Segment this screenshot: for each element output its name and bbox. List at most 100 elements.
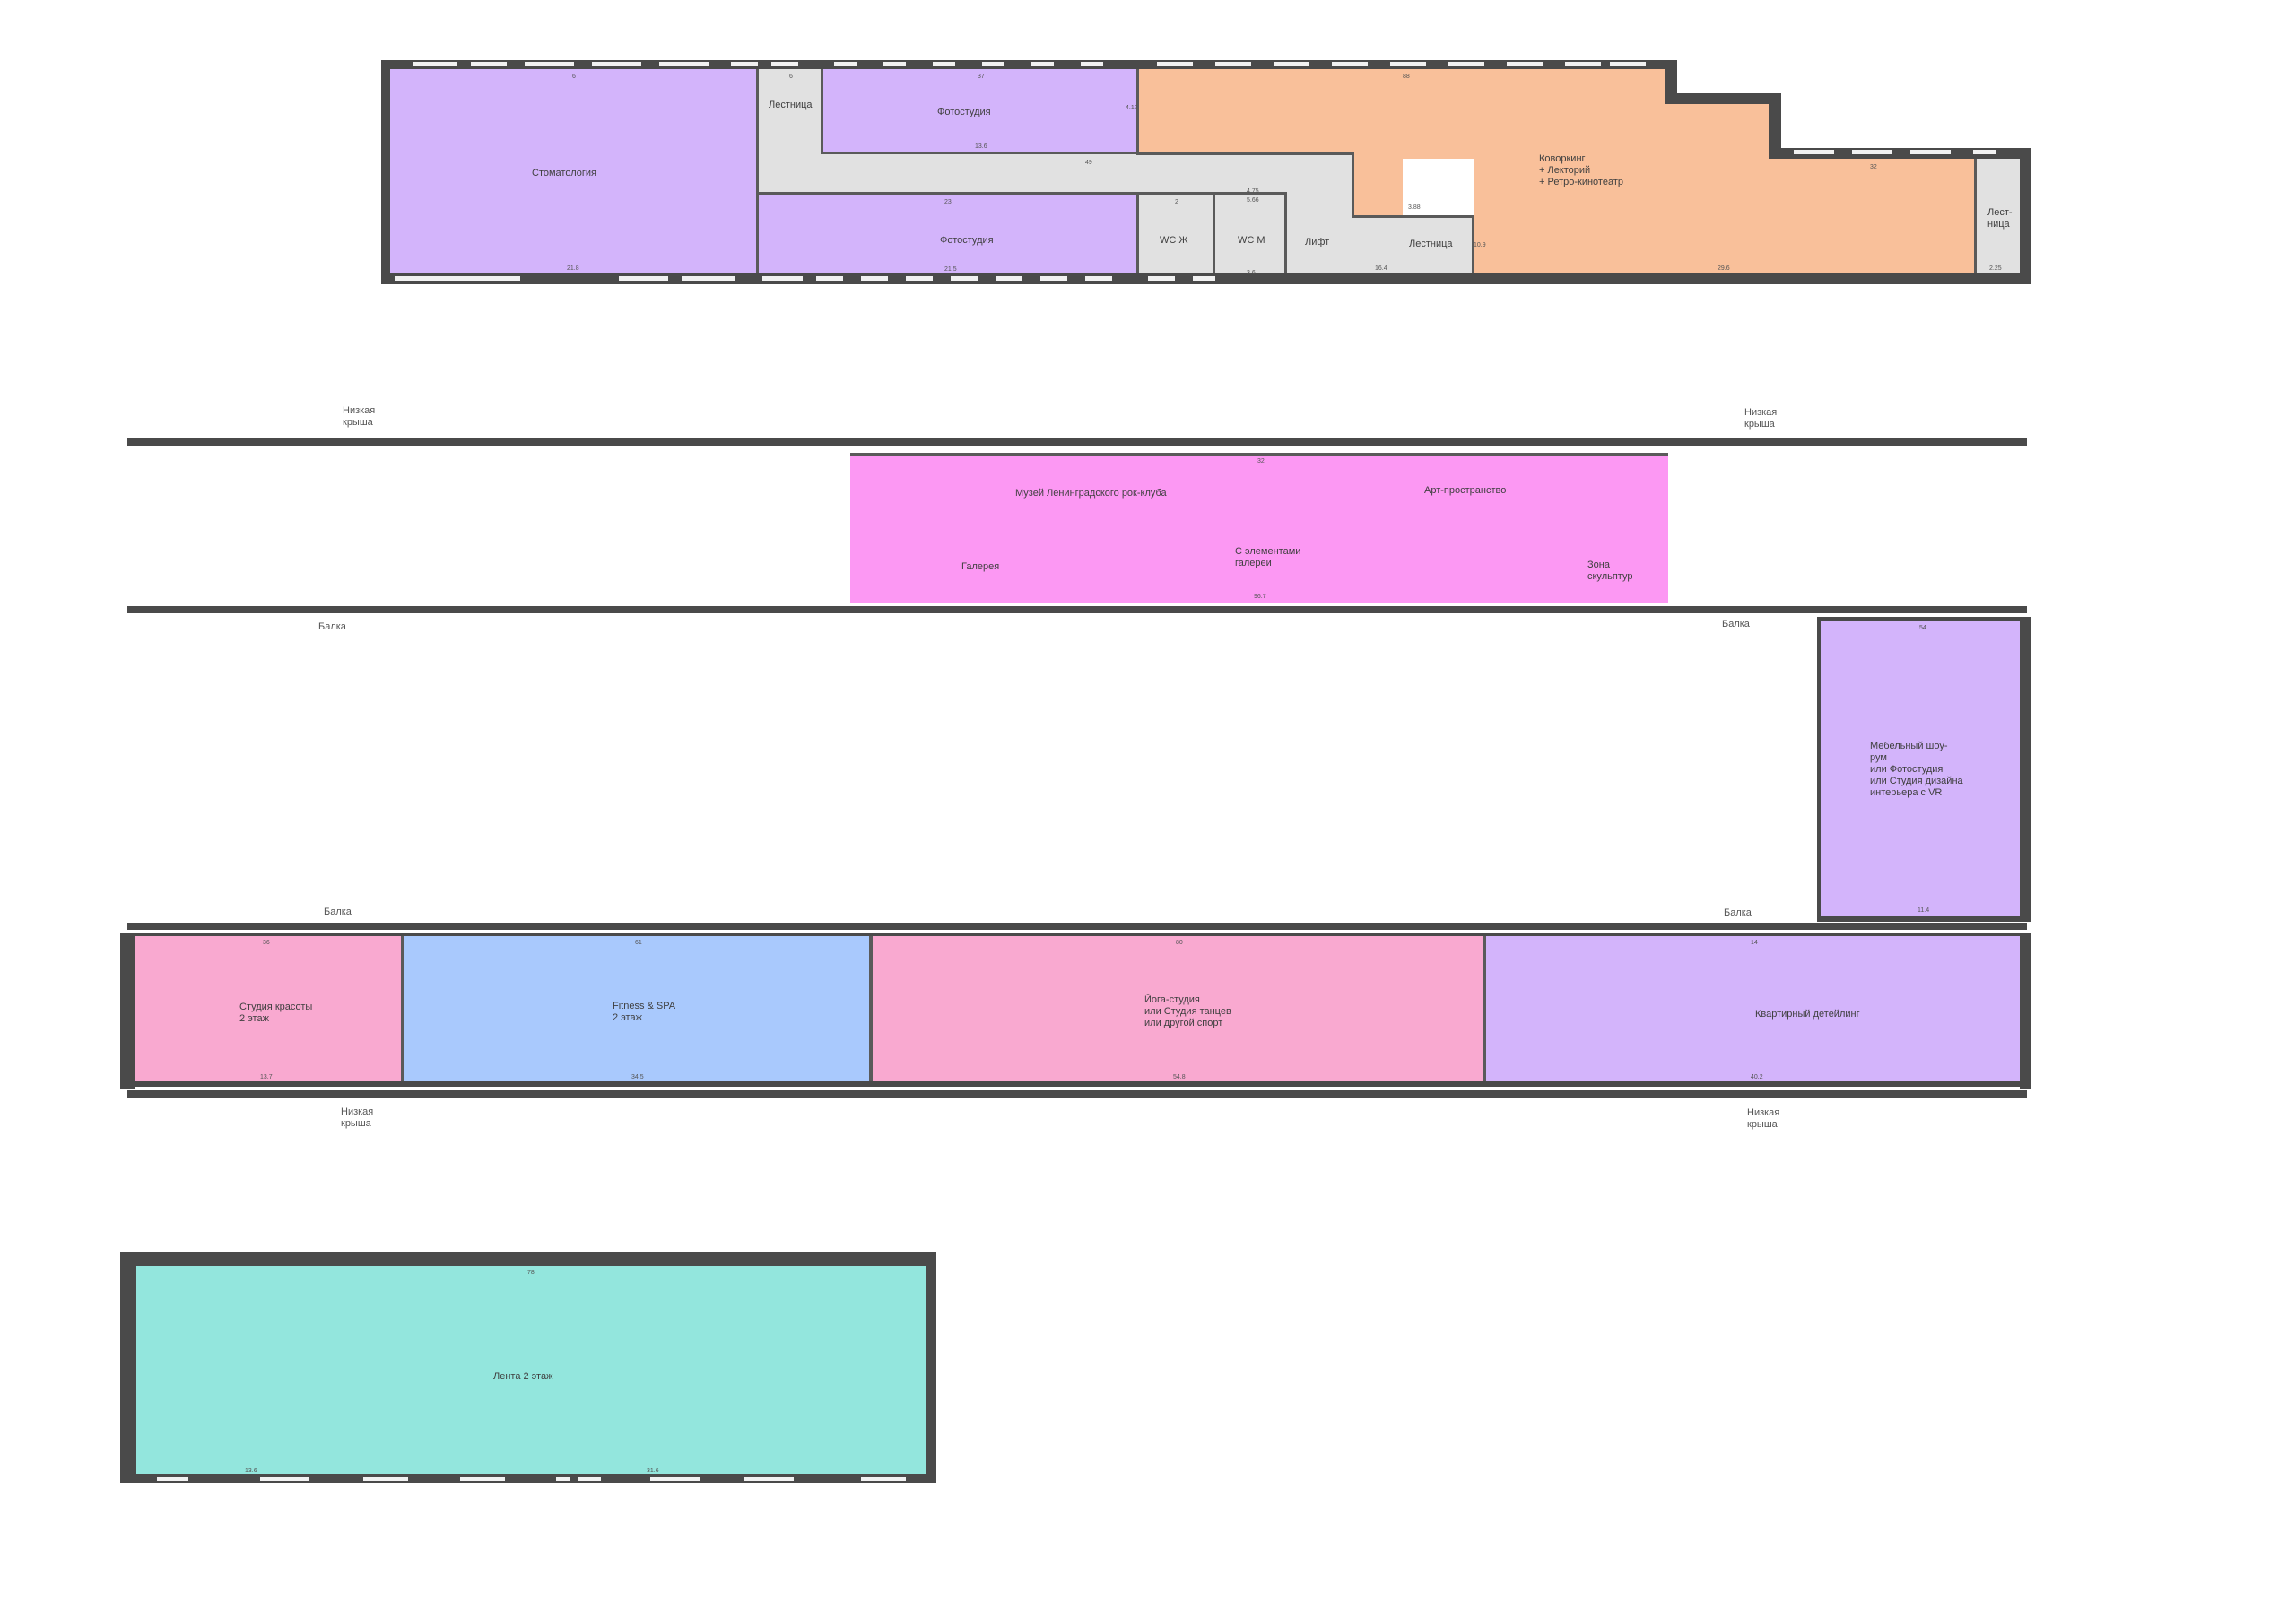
window (395, 276, 520, 281)
window (883, 62, 906, 66)
window (1215, 62, 1251, 66)
window (861, 1477, 906, 1481)
room-photo-bottom[interactable] (758, 192, 1138, 273)
wall (120, 1474, 936, 1483)
room-coworking-d (1474, 159, 1976, 273)
partition (1213, 192, 1215, 273)
label-fitness: Fitness & SPA 2 этаж (613, 1001, 676, 1023)
note-low-roof: Низкая крыша (1747, 1107, 1780, 1130)
dim: 34.5 (631, 1074, 644, 1081)
dim: 6 (572, 74, 576, 80)
room-coworking-e (1665, 104, 1769, 159)
room-stairs-mid[interactable] (1353, 217, 1474, 273)
window (1794, 150, 1834, 154)
wall (120, 1252, 936, 1266)
window (1081, 62, 1103, 66)
dim: 96.7 (1254, 594, 1266, 600)
dim: 4.12 (1126, 105, 1138, 111)
window (933, 62, 955, 66)
label-stairs-left: Лестница (769, 100, 813, 110)
window (619, 276, 668, 281)
window (731, 62, 758, 66)
beam-line (127, 606, 2027, 613)
window (951, 276, 978, 281)
wall (120, 1252, 136, 1483)
dim: 36 (263, 940, 270, 946)
room-dentistry[interactable] (390, 69, 758, 273)
window (592, 62, 641, 66)
window (1031, 62, 1054, 66)
label-furniture: Мебельный шоу- рум или Фотостудия или Ст… (1870, 741, 1963, 798)
dim: 3.6 (1247, 270, 1256, 276)
window (525, 62, 574, 66)
label-wc-m: WC М (1238, 235, 1265, 246)
window (1148, 276, 1175, 281)
window (556, 1477, 570, 1481)
room-stairs-right[interactable] (1976, 159, 2020, 273)
window (471, 62, 507, 66)
label-sculpture: Зона скульптур (1587, 560, 1633, 582)
note-beam: Балка (324, 907, 352, 917)
window (659, 62, 709, 66)
wall-right (2020, 148, 2031, 284)
wall (120, 1081, 2031, 1087)
window (982, 62, 1004, 66)
note-low-roof: Низкая крыша (343, 405, 376, 428)
wall (120, 933, 135, 1089)
dim: 29.6 (1718, 265, 1730, 272)
label-lift: Лифт (1305, 237, 1330, 247)
beam-line (127, 1090, 2027, 1098)
room-museum[interactable] (850, 453, 1668, 603)
partition (1483, 936, 1486, 1081)
dim: 10.9 (1474, 242, 1486, 248)
dim: 21.8 (567, 265, 579, 272)
wall (1817, 916, 2031, 922)
window (744, 1477, 794, 1481)
room-fitness[interactable] (404, 936, 869, 1081)
room-beauty[interactable] (135, 936, 402, 1081)
window (1910, 150, 1951, 154)
label-with-gallery: С элементами галереи (1235, 546, 1301, 568)
dim: 2.25 (1989, 265, 2002, 272)
room-detailing[interactable] (1486, 936, 2020, 1081)
dim: 88 (1403, 74, 1410, 80)
beam-line (127, 923, 2027, 930)
window (682, 276, 735, 281)
dim: 31.6 (647, 1468, 659, 1474)
room-lenta[interactable] (136, 1266, 926, 1474)
note-low-roof: Низкая крыша (1744, 407, 1778, 430)
window (996, 276, 1022, 281)
window (650, 1477, 700, 1481)
partition (401, 936, 404, 1081)
window (1448, 62, 1484, 66)
window (1507, 62, 1543, 66)
room-photo-top[interactable] (822, 69, 1136, 152)
label-beauty: Студия красоты 2 этаж (239, 1002, 313, 1024)
dim: 2 (1175, 199, 1178, 205)
window (816, 276, 843, 281)
window (157, 1477, 188, 1481)
room-yoga[interactable] (873, 936, 1483, 1081)
label-photo-bottom: Фотостудия (940, 235, 994, 246)
window (363, 1477, 408, 1481)
room-service-zone (1138, 192, 1353, 273)
window (1157, 62, 1193, 66)
dim: 16.4 (1375, 265, 1387, 272)
room-stairs-left[interactable] (758, 69, 822, 154)
dim: 5.66 (1247, 197, 1259, 204)
dim: 32 (1257, 458, 1265, 464)
wall-step3 (1769, 93, 1781, 158)
partition (869, 936, 873, 1081)
window (1040, 276, 1067, 281)
label-photo-top: Фотостудия (937, 107, 991, 117)
label-yoga: Йога-студия или Студия танцев или другой… (1144, 994, 1231, 1028)
dim: 54 (1919, 625, 1926, 631)
partition (1136, 69, 1139, 154)
dim: 13.6 (975, 143, 987, 150)
wall (2020, 617, 2031, 922)
room-coworking-c (1353, 154, 1403, 217)
room-furniture[interactable] (1821, 621, 2020, 916)
partition (756, 69, 759, 273)
dim: 49 (1085, 160, 1092, 166)
partition (1136, 192, 1287, 195)
